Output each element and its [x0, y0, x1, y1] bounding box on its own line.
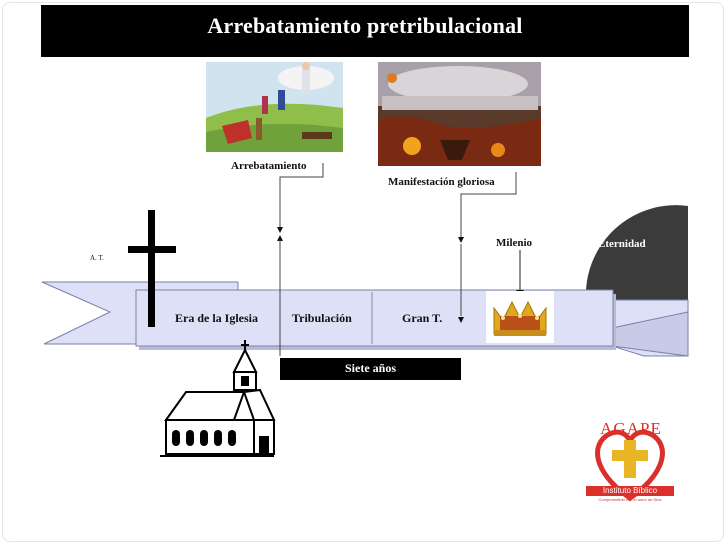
arrebatamiento-label: Arrebatamiento: [231, 160, 307, 172]
manifestacion-label: Manifestación gloriosa: [388, 176, 495, 188]
crown-icon: [486, 291, 554, 343]
arrebatamiento-up-arrow: [277, 235, 283, 241]
manifestacion-callout: [460, 172, 517, 237]
agape-logo-name: AGAPE: [600, 419, 662, 438]
agape-logo-icon: [586, 429, 674, 502]
cross-icon: [128, 210, 176, 327]
church-windows: [172, 376, 269, 454]
band-label-gran: Gran T.: [402, 311, 443, 325]
manifestacion-arrow: [458, 237, 464, 243]
agape-logo-sub: Instituto Bíblico: [602, 486, 658, 495]
gran-arrow: [458, 317, 464, 323]
milenio-label: Milenio: [496, 237, 533, 249]
rapture-illustration: [206, 62, 343, 152]
band-label-era: Era de la Iglesia: [175, 311, 258, 325]
siete-anos-label: Siete años: [345, 361, 396, 375]
title-bar: Arrebatamiento pretribulacional: [41, 5, 689, 57]
band-label-tribulacion: Tribulación: [292, 311, 352, 325]
page-title: Arrebatamiento pretribulacional: [207, 13, 523, 38]
manifestation-illustration: [378, 62, 541, 166]
siete-anos-bar: Siete años: [280, 358, 461, 380]
arrebatamiento-callout: [279, 163, 324, 228]
arrebatamiento-arrow: [277, 227, 283, 233]
agape-logo-motto: Comprometido con el amor de Dios: [598, 497, 662, 502]
at-label: A. T.: [90, 254, 104, 262]
eternidad-label: Eternidad: [598, 238, 646, 250]
